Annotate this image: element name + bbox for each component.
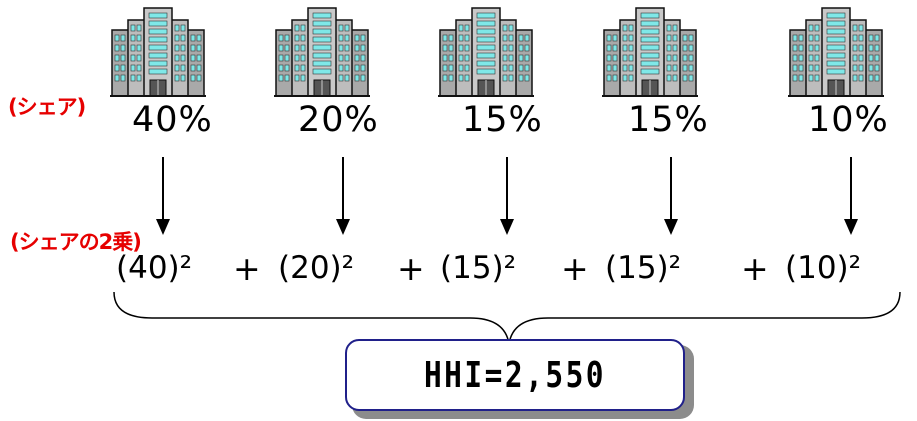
office-building-icon <box>786 6 886 98</box>
down-arrow-icon <box>335 157 351 237</box>
office-building-icon <box>436 6 536 98</box>
squared-term: (20)² <box>278 250 355 286</box>
down-arrow-icon <box>499 157 515 237</box>
firm-share: 10% <box>808 100 889 140</box>
curly-brace <box>113 291 901 345</box>
squared-term: (15)² <box>605 250 682 286</box>
hhi-result-text: HHI=2,550 <box>423 354 607 396</box>
squared-term: (40)² <box>116 250 193 286</box>
firm-share: 20% <box>298 100 379 140</box>
firm-share: 40% <box>132 100 213 140</box>
plus-sign: + <box>397 249 425 288</box>
office-building-icon <box>600 6 700 98</box>
hhi-result-box: HHI=2,550 <box>345 339 685 411</box>
firm-share: 15% <box>462 100 543 140</box>
squared-term: (10)² <box>785 250 862 286</box>
down-arrow-icon <box>843 157 859 237</box>
plus-sign: + <box>233 249 261 288</box>
share-label: (シェア) <box>8 95 86 119</box>
down-arrow-icon <box>155 157 171 237</box>
share-squared-label: (シェアの2乗) <box>10 230 142 254</box>
plus-sign: + <box>561 249 589 288</box>
plus-sign: + <box>741 249 769 288</box>
down-arrow-icon <box>663 157 679 237</box>
squared-term: (15)² <box>440 250 517 286</box>
firm-share: 15% <box>628 100 709 140</box>
office-building-icon <box>272 6 372 98</box>
office-building-icon <box>108 6 208 98</box>
